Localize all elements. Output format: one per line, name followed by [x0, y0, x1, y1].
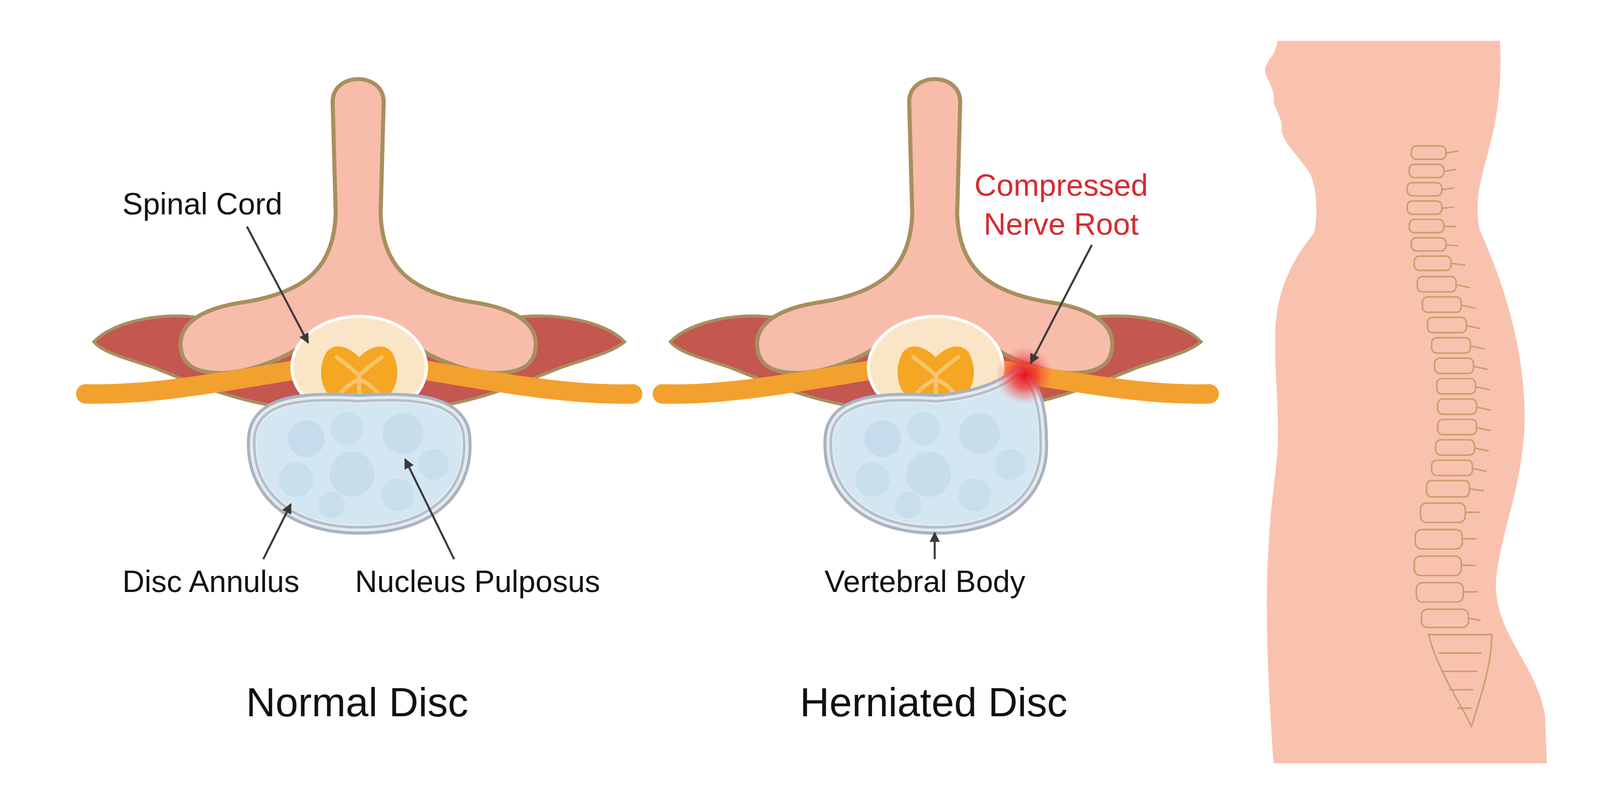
normal-disc-shape — [257, 403, 462, 525]
part-label: Nucleus Pulposus — [355, 563, 600, 600]
vertebra-arch — [85, 78, 634, 419]
spine-outline — [1406, 146, 1492, 727]
panel-title: Normal Disc — [245, 677, 469, 727]
part-label: Spinal Cord — [122, 185, 283, 223]
vertebra-arch — [662, 78, 1210, 419]
part-label: Vertebral Body — [824, 563, 1026, 600]
leader-lines — [246, 226, 1092, 560]
part-label: Compressed Nerve Root — [958, 166, 1164, 244]
body-silhouette — [1265, 41, 1548, 764]
compression-glow — [995, 347, 1053, 405]
herniated-disc-shape — [833, 377, 1038, 525]
part-label: Disc Annulus — [122, 563, 300, 600]
panel-title: Herniated Disc — [800, 677, 1068, 727]
